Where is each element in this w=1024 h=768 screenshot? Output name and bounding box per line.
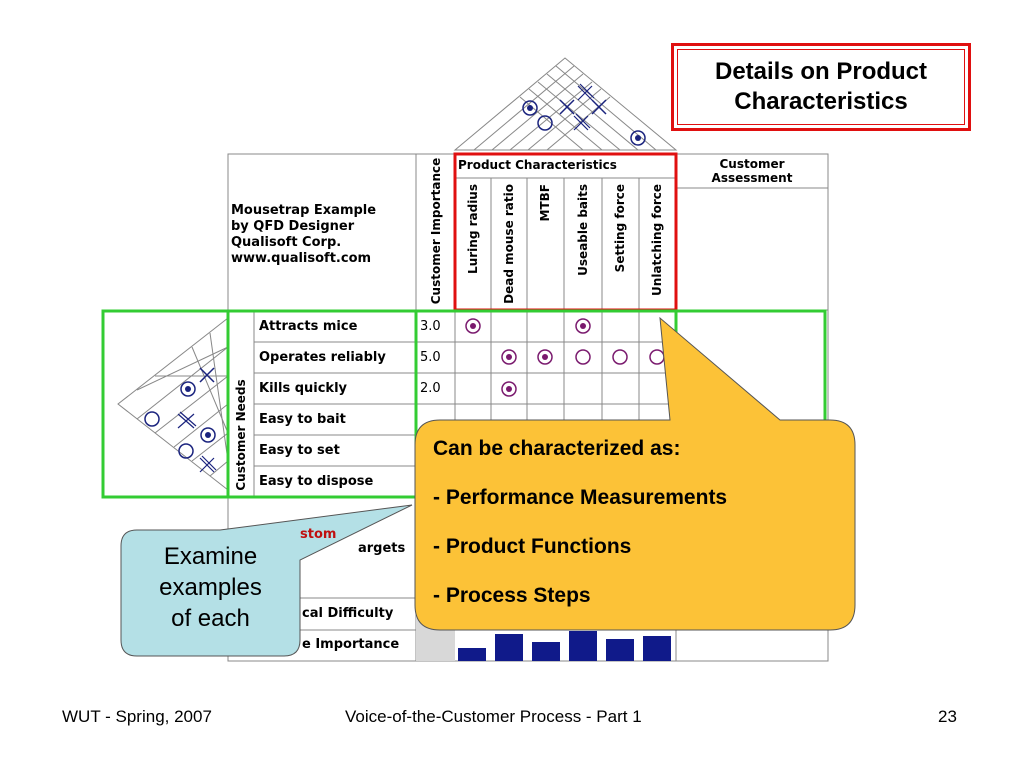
- source-line: Qualisoft Corp.: [231, 235, 342, 250]
- need-importance: 2.0: [420, 381, 441, 396]
- medium-relationship-icon: [649, 349, 665, 365]
- strong-relationship-icon: [501, 381, 517, 397]
- bottom-row-partial-importance: e Importance: [302, 637, 400, 652]
- customer-importance-header: Customer Importance: [429, 157, 443, 305]
- callout-line: - Product Functions: [433, 535, 632, 558]
- callout-line: - Performance Measurements: [433, 486, 728, 509]
- yellow-callout-text: Can be characterized as: - Performance M…: [433, 437, 727, 608]
- strong-relationship-icon: [501, 349, 517, 365]
- characteristic-label: Luring radius: [466, 184, 480, 274]
- importance-bar: [458, 648, 486, 661]
- importance-bar: [569, 631, 597, 661]
- needs-correlation-matrix: [117, 316, 229, 492]
- bottom-row-partial-targets: argets: [358, 541, 406, 556]
- product-characteristics-highlight: [453, 152, 678, 312]
- bottom-row-partial-difficulty: cal Difficulty: [302, 606, 394, 621]
- strong-relationship-icon: [537, 349, 553, 365]
- relationship-matrix: [465, 318, 665, 397]
- blue-callout-text: Examine examples of each: [121, 541, 300, 634]
- yellow-callout-shape: [414, 316, 856, 631]
- callout-line: Examine: [163, 543, 258, 570]
- callout-line: Can be characterized as:: [433, 437, 681, 460]
- product-characteristics-header: Product Characteristics: [458, 158, 617, 172]
- importance-bar: [643, 636, 671, 661]
- importance-bar: [495, 634, 523, 661]
- need-label: Easy to bait: [259, 412, 346, 427]
- source-line: Mousetrap Example: [231, 203, 377, 218]
- need-label: Operates reliably: [259, 350, 386, 365]
- characteristic-label: MTBF: [538, 184, 552, 222]
- customer-assessment-header: Customer Assessment: [676, 157, 828, 185]
- source-block: Mousetrap Example by QFD Designer Qualis…: [231, 203, 376, 267]
- characteristic-label: Setting force: [613, 184, 627, 273]
- customer-assessment-line-2: Assessment: [711, 171, 793, 185]
- medium-relationship-icon: [575, 349, 591, 365]
- slide-title: Details on Product Characteristics: [677, 49, 965, 125]
- needs-correlation-symbols: [144, 367, 217, 473]
- slide-title-line-2: Characteristics: [734, 88, 908, 115]
- footer-center: Voice-of-the-Customer Process - Part 1: [345, 707, 642, 726]
- source-line: by QFD Designer: [231, 219, 355, 234]
- callout-line: of each: [171, 605, 250, 632]
- footer-left: WUT - Spring, 2007: [62, 707, 212, 726]
- strong-relationship-icon: [575, 318, 591, 334]
- importance-bar: [532, 642, 560, 661]
- strong-relationship-icon: [465, 318, 481, 334]
- need-label: Easy to dispose: [259, 474, 374, 489]
- need-importance: 3.0: [420, 319, 441, 334]
- blue-callout-shape: [120, 504, 413, 657]
- need-label: Attracts mice: [259, 319, 358, 334]
- need-importance: 5.0: [420, 350, 441, 365]
- customer-assessment-line-1: Customer: [719, 157, 785, 171]
- characteristic-label: Unlatching force: [650, 184, 664, 296]
- characteristic-label: Dead mouse ratio: [502, 184, 516, 304]
- bottom-row-partial-red: stom: [300, 527, 337, 542]
- roof-symbols: [522, 83, 646, 146]
- characteristic-label: Useable baits: [576, 184, 590, 276]
- need-label: Easy to set: [259, 443, 340, 458]
- importance-bar: [606, 639, 634, 661]
- callout-line: - Process Steps: [433, 584, 591, 607]
- customer-needs-label: Customer Needs: [234, 379, 248, 491]
- slide-title-line-1: Details on Product: [714, 58, 928, 85]
- need-label: Kills quickly: [259, 381, 348, 396]
- callout-line: examples: [159, 574, 262, 601]
- roof-correlation-matrix: [453, 57, 678, 151]
- importance-bars: [458, 631, 671, 661]
- medium-relationship-icon: [612, 349, 628, 365]
- footer-page-number: 23: [938, 707, 957, 726]
- source-line: www.qualisoft.com: [231, 251, 372, 266]
- slide-title-box: Details on Product Characteristics: [671, 43, 971, 131]
